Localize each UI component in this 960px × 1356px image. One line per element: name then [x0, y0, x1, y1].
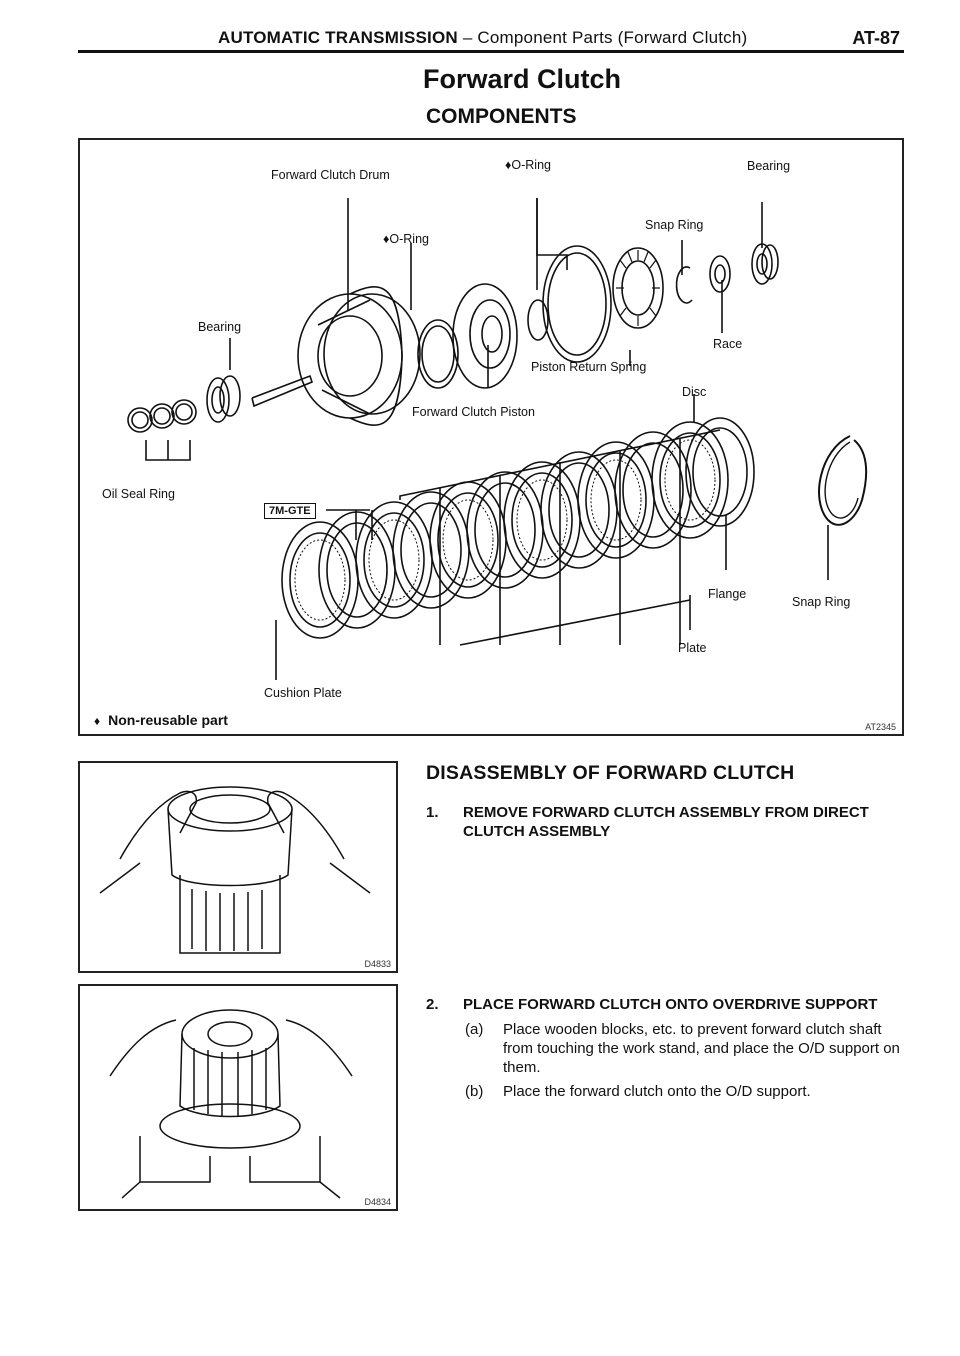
header-title-sep: –	[457, 28, 478, 47]
header-title: AUTOMATIC TRANSMISSION – Component Parts…	[218, 28, 747, 48]
disassembly-heading: DISASSEMBLY OF FORWARD CLUTCH	[426, 762, 795, 784]
header-rule	[78, 50, 904, 53]
diamond-icon: ♦	[94, 714, 101, 728]
photo1-code: D4833	[364, 959, 391, 969]
step-2-number: 2.	[426, 996, 439, 1013]
step-2-text: PLACE FORWARD CLUTCH ONTO OVERDRIVE SUPP…	[463, 996, 878, 1013]
clutch-disc-stack	[281, 417, 755, 639]
figure-code: AT2345	[865, 722, 896, 732]
label-race: Race	[713, 337, 743, 351]
clutch-on-blocks-illustration	[109, 1009, 353, 1199]
label-forward-clutch-drum: Forward Clutch Drum	[271, 168, 390, 182]
label-cushion-plate: Cushion Plate	[264, 686, 342, 700]
label-bearing-left: Bearing	[198, 320, 242, 334]
label-forward-clutch-piston: Forward Clutch Piston	[412, 405, 535, 419]
components-diagram: Forward Clutch Drum ♦O-Ring Bearing ♦O-R…	[78, 138, 904, 736]
label-o-ring-mid: ♦O-Ring	[383, 232, 429, 246]
label-snap-ring-right: Snap Ring	[792, 595, 851, 609]
label-bearing-top: Bearing	[747, 159, 791, 173]
step-2a-number: (a)	[465, 1021, 484, 1038]
label-flange: Flange	[708, 587, 747, 601]
step-1-number: 1.	[426, 804, 439, 821]
step-1-text: REMOVE FORWARD CLUTCH ASSEMBLY FROM DIRE…	[463, 804, 869, 840]
label-piston-return-spring: Piston Return Spring	[531, 360, 647, 374]
label-oil-seal-ring: Oil Seal Ring	[102, 487, 175, 501]
page-header: AUTOMATIC TRANSMISSION – Component Parts…	[78, 28, 904, 50]
step-2a-text: Place wooden blocks, etc. to prevent for…	[503, 1021, 900, 1076]
page-number: AT-87	[852, 28, 900, 48]
step-2b-number: (b)	[465, 1083, 484, 1100]
label-disc: Disc	[682, 385, 707, 399]
header-title-sub: Component Parts (Forward Clutch)	[477, 28, 748, 47]
header-title-main: AUTOMATIC TRANSMISSION	[218, 28, 458, 47]
label-snap-ring-top: Snap Ring	[645, 218, 704, 232]
legend: ♦ Non-reusable part	[94, 712, 228, 728]
label-o-ring-top: ♦O-Ring	[505, 158, 551, 172]
step-2b-text: Place the forward clutch onto the O/D su…	[503, 1083, 811, 1100]
exploded-view-illustration	[127, 198, 868, 680]
section-title: COMPONENTS	[426, 105, 577, 128]
engine-badge-7mgte: 7M-GTE	[264, 503, 316, 519]
photo-place-on-overdrive-support: D4834	[78, 984, 398, 1211]
photo-remove-forward-clutch: D4833	[78, 761, 398, 973]
photo2-code: D4834	[364, 1197, 391, 1207]
hands-lifting-clutch-illustration	[99, 786, 371, 954]
legend-text: Non-reusable part	[108, 712, 228, 728]
label-plate: Plate	[678, 641, 707, 655]
page-title: Forward Clutch	[423, 64, 622, 94]
